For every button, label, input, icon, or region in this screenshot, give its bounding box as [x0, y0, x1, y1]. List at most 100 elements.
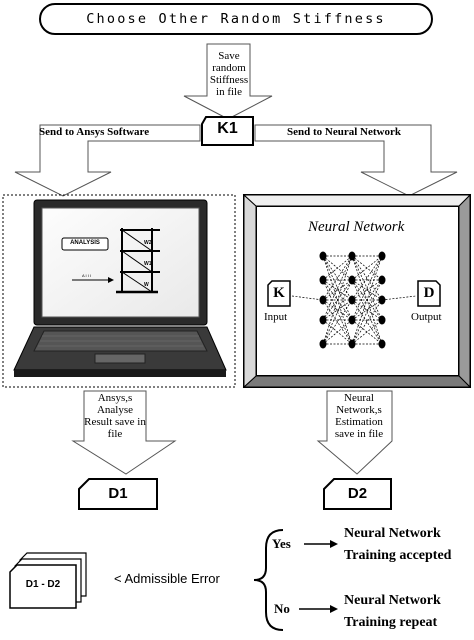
laptop-frame	[2, 194, 236, 388]
nn-connection	[351, 279, 383, 345]
nn-node	[319, 251, 327, 261]
nn-connection	[322, 255, 353, 281]
nn-node	[319, 295, 327, 305]
frame-structure-icon	[116, 228, 160, 294]
laptop-touchpad	[94, 353, 146, 364]
nn-node	[348, 315, 356, 325]
floor-label-3: W	[144, 282, 149, 288]
ansys-result-text: Ansys,s Analyse Result save in file	[82, 392, 148, 440]
nn-frame-bevel-top	[242, 194, 472, 207]
analysis-label: ANALYSIS	[70, 240, 100, 246]
nn-connection	[322, 255, 353, 321]
title-text: Choose Other Random Stiffness	[86, 11, 386, 27]
save-line-2: random	[212, 62, 246, 74]
ansys-result-line-1: Ansys,s	[97, 392, 133, 404]
neural-net-graph	[291, 251, 417, 349]
no-arrow-head	[330, 605, 338, 613]
nn-connection	[322, 299, 353, 345]
title-box	[39, 3, 433, 35]
nn-connection	[322, 255, 353, 345]
floor-label-2: W1	[144, 261, 152, 267]
nn-title: Neural Network	[308, 219, 405, 235]
nn-node	[319, 339, 327, 349]
nn-node	[378, 295, 386, 305]
send-ansys-label: Send to Ansys Software	[39, 126, 150, 138]
nn-connection	[322, 299, 353, 321]
nn-io-connection	[291, 295, 324, 301]
no-result-line-1: Neural Network	[344, 593, 441, 608]
no-label: No	[274, 601, 290, 616]
nn-node	[348, 295, 356, 305]
nn-node	[319, 275, 327, 285]
d1-file	[78, 478, 158, 510]
save-line-3: Stiffness	[209, 74, 249, 86]
output-label: Output	[411, 311, 442, 323]
nn-node	[348, 275, 356, 285]
input-label: Input	[264, 311, 288, 323]
yes-arrow-head	[330, 540, 338, 548]
screen-arrow-label: A I I I	[82, 273, 92, 278]
nn-frame-bevel-right	[458, 193, 471, 389]
ansys-result-line-3: Result save in	[84, 416, 146, 428]
nn-node	[378, 275, 386, 285]
nn-connection	[351, 255, 383, 321]
analysis-box	[61, 237, 109, 251]
ansys-result-line-2: Analyse	[96, 404, 134, 416]
no-result-line-2: Training repeat	[344, 615, 438, 630]
nn-node	[378, 315, 386, 325]
nn-connection	[322, 319, 353, 345]
nn-connection	[351, 255, 383, 301]
save-random-text: Save random Stiffness in file	[206, 50, 252, 98]
nn-result-line-4: save in file	[334, 428, 384, 440]
arrow-to-ansys	[14, 124, 201, 197]
nn-frame-bevel-bottom	[242, 375, 472, 388]
save-line-4: in file	[216, 86, 242, 98]
k1-file	[201, 116, 254, 146]
k1-label: K1	[217, 120, 238, 137]
laptop-screen	[41, 207, 200, 318]
floor-label-1: W2	[144, 240, 152, 246]
laptop-front	[14, 370, 226, 377]
nn-connection	[322, 255, 353, 301]
yes-result-line-2: Training accepted	[344, 548, 452, 563]
d1-d2-label: D1 - D2	[25, 579, 61, 590]
output-letter: D	[423, 285, 435, 301]
nn-node	[348, 251, 356, 261]
save-line-1: Save	[218, 50, 240, 62]
nn-node	[378, 339, 386, 349]
keyboard-keys	[38, 335, 203, 347]
nn-node	[378, 251, 386, 261]
nn-connection	[351, 319, 383, 345]
arrow-nn-result	[316, 390, 393, 475]
admissible-error-label: < Admissible Error	[114, 571, 220, 586]
d1-label: D1	[108, 485, 128, 502]
yes-result-line-1: Neural Network	[344, 526, 441, 541]
nn-connection	[351, 299, 383, 345]
input-letter: K	[273, 285, 285, 301]
nn-frame-bevel-left	[243, 193, 257, 389]
nn-result-line-2: Network,s	[336, 404, 382, 416]
screen-arrow-head	[108, 277, 114, 283]
nn-result-line-3: Estimation	[335, 416, 383, 428]
input-file	[267, 280, 291, 307]
ansys-result-line-4: file	[107, 428, 123, 440]
nn-node	[348, 339, 356, 349]
nn-connection	[351, 299, 383, 345]
stack-file-front	[9, 564, 77, 609]
nn-connection	[351, 255, 383, 301]
yes-label: Yes	[272, 536, 291, 551]
nn-connection	[351, 279, 383, 301]
nn-connection	[322, 279, 353, 301]
nn-result-line-1: Neural	[344, 392, 374, 404]
arrow-ansys-result	[71, 390, 177, 475]
nn-connection	[351, 299, 383, 321]
nn-connection	[351, 255, 383, 345]
nn-io-connection	[381, 295, 417, 301]
nn-result-text: Neural Network,s Estimation save in file	[324, 392, 394, 440]
d2-file	[323, 478, 392, 510]
nn-connection	[322, 279, 353, 345]
d2-label: D2	[347, 485, 368, 502]
send-nn-label: Send to Neural Network	[287, 126, 401, 138]
output-file	[417, 280, 441, 307]
